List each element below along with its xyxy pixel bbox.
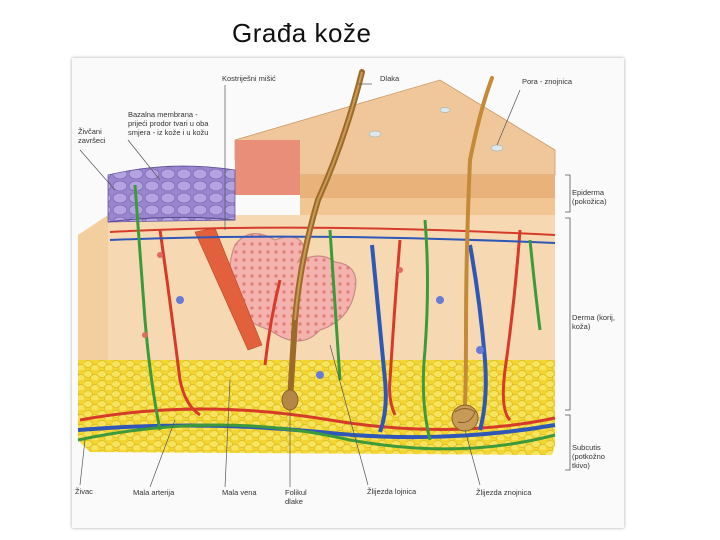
label-dermis: Derma (korij, koža) (572, 313, 615, 331)
label-arrector-pili: Kostriješni mišić (222, 74, 276, 83)
dermal-cells (142, 252, 484, 379)
pore-1 (368, 130, 382, 138)
label-hair-follicle: Folikul dlake (285, 488, 307, 506)
label-subcutis: Subcutis (potkožno tkivo) (572, 443, 605, 470)
slide-title: Građa kože (232, 18, 372, 48)
nerves (77, 184, 556, 451)
sweat-gland-duct (463, 76, 494, 407)
label-small-vein: Mala vena (222, 488, 257, 497)
basal-membrane-cells (107, 165, 236, 223)
leader-lines (79, 83, 521, 488)
veins (77, 235, 556, 440)
label-epidermis: Epiderma (pokožica) (572, 188, 607, 206)
epidermis-layer (300, 175, 555, 198)
label-sweat-gland: Žlijezda znojnica (476, 488, 532, 497)
label-sweat-pore: Pora - znojnica (522, 77, 573, 86)
label-sebaceous-gland: Žlijezda lojnica (367, 487, 417, 496)
label-basal-membrane: Bazalna membrana - prijeći prodor tvari … (128, 110, 209, 137)
label-small-artery: Mala arterija (133, 488, 175, 497)
label-nerve-endings: Živčani završeci (78, 127, 106, 145)
hair-follicle-bulb (281, 389, 299, 411)
layer-brackets (565, 174, 571, 471)
label-nerve: Živac (75, 487, 93, 496)
label-hair: Dlaka (380, 74, 400, 83)
pore-2 (490, 144, 504, 152)
